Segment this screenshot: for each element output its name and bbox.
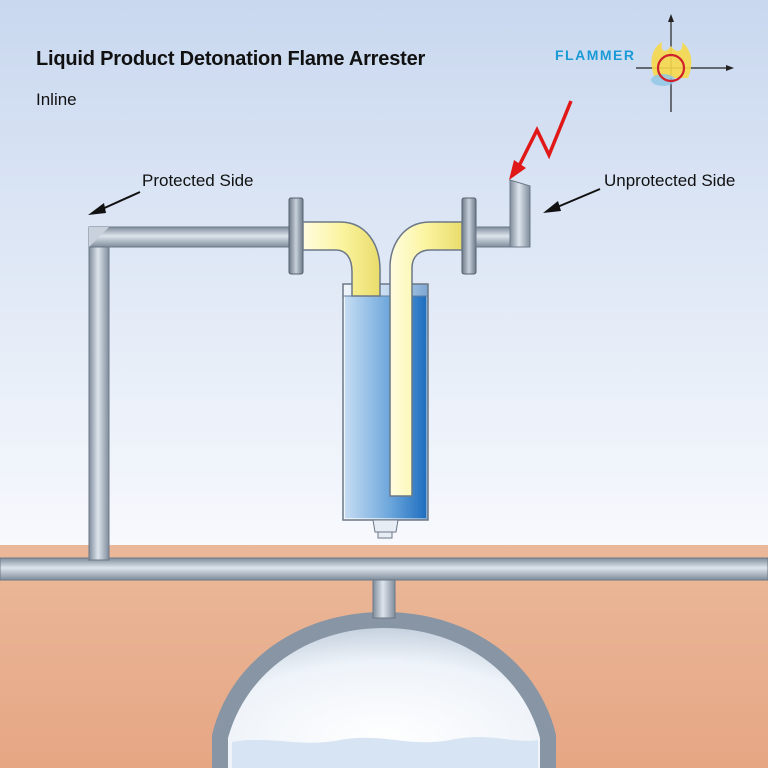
left-flange (288, 197, 304, 275)
lightning-bolt-icon (517, 100, 573, 167)
arrester-housing (342, 283, 429, 539)
unprotected-side-label: Unprotected Side (604, 171, 736, 190)
dip-tube-seal (389, 221, 463, 497)
tank-liquid (232, 737, 538, 768)
header-pipe (0, 557, 768, 581)
right-flange (461, 197, 477, 275)
tank-nozzle (372, 577, 396, 619)
storage-tank (212, 612, 556, 768)
brand-name: FLAMMER (555, 47, 636, 63)
flammer-logo-icon (636, 14, 734, 112)
unprotected-vent-stub (509, 179, 531, 248)
drain-nozzle (372, 519, 399, 533)
page-title: Liquid Product Detonation Flame Arrester (36, 48, 426, 70)
page-subtitle: Inline (36, 90, 77, 109)
unprotected-side-arrow (543, 188, 601, 213)
protected-side-arrow (88, 191, 141, 215)
left-elbow-seal (302, 221, 381, 297)
protected-horizontal-pipe (88, 226, 300, 248)
protected-side-label: Protected Side (142, 171, 254, 190)
arrester-liquid (345, 296, 426, 518)
protected-riser-pipe (88, 233, 110, 561)
